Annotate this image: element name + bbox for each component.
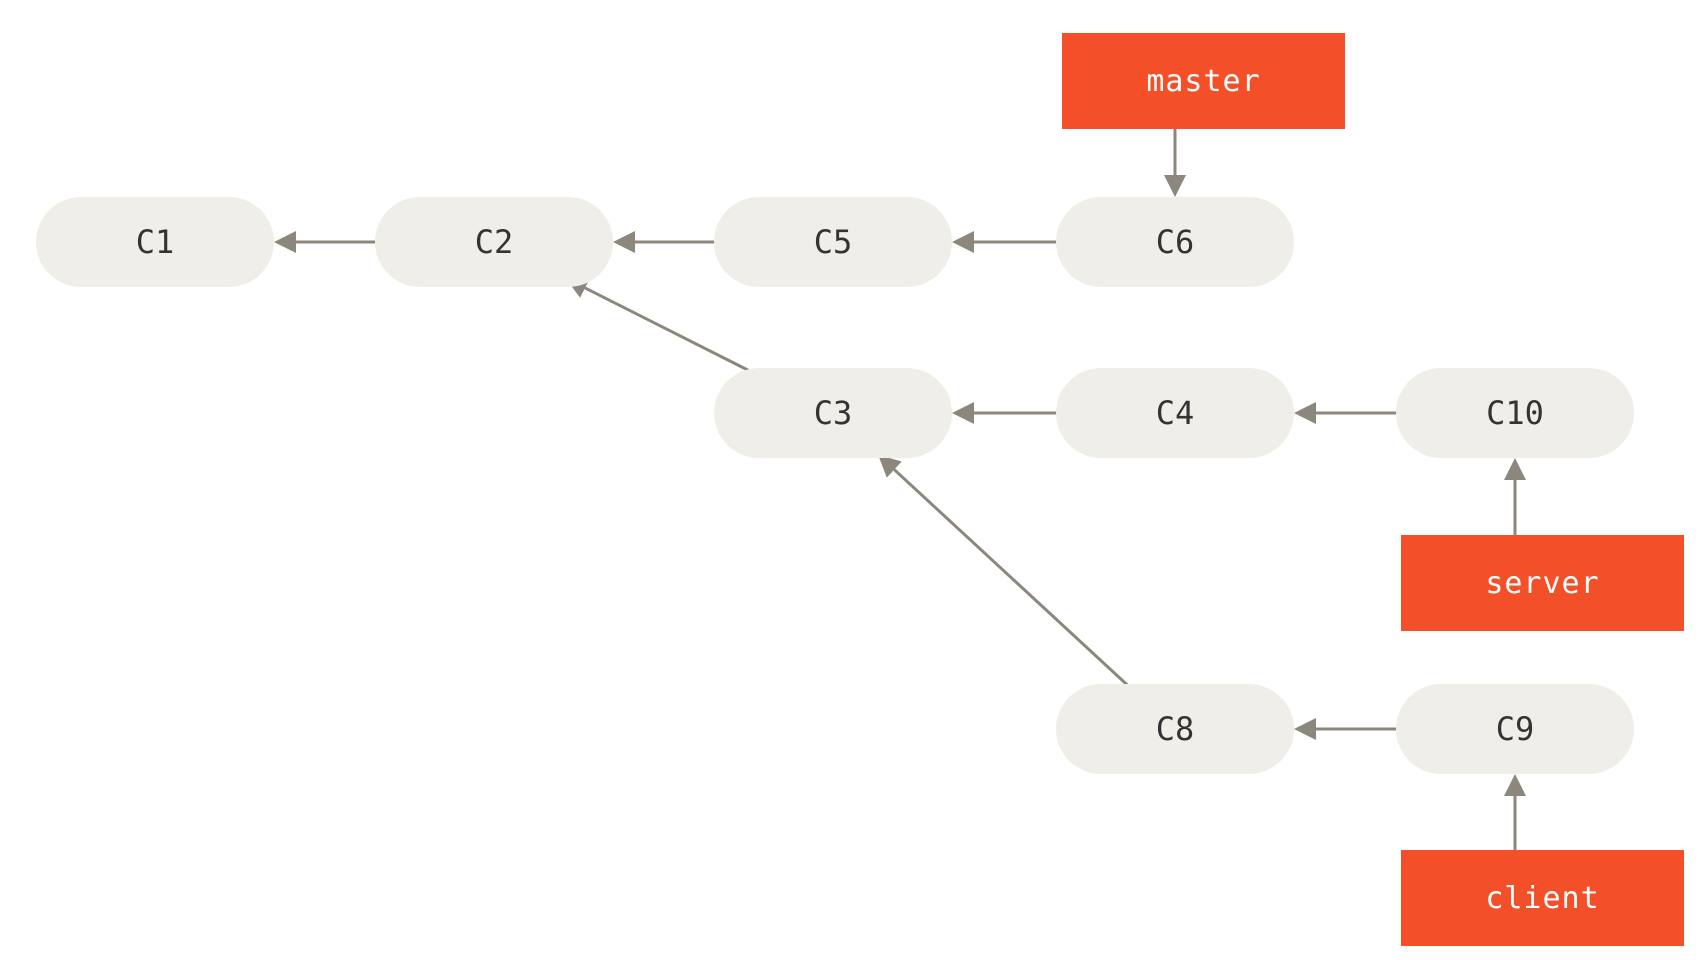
arrow-master-to-c6 bbox=[1164, 129, 1186, 197]
arrow-server-to-c10 bbox=[1504, 458, 1526, 535]
commit-node-c9: C9 bbox=[1396, 684, 1634, 774]
commit-node-c10: C10 bbox=[1396, 368, 1634, 458]
arrow-c6-to-c5 bbox=[952, 231, 1056, 253]
branch-label-master: master bbox=[1062, 33, 1345, 129]
branch-label-server: server bbox=[1401, 535, 1684, 631]
arrow-c10-to-c4 bbox=[1294, 402, 1396, 424]
arrow-c3-to-c2 bbox=[565, 278, 763, 379]
commit-node-c3: C3 bbox=[714, 368, 952, 458]
arrow-c5-to-c2 bbox=[613, 231, 714, 253]
arrow-c2-to-c1 bbox=[274, 231, 375, 253]
commit-node-c6: C6 bbox=[1056, 197, 1294, 287]
commit-node-c1: C1 bbox=[36, 197, 274, 287]
commit-node-c4: C4 bbox=[1056, 368, 1294, 458]
arrow-c9-to-c8 bbox=[1294, 718, 1396, 740]
commit-node-c5: C5 bbox=[714, 197, 952, 287]
arrow-c4-to-c3 bbox=[952, 402, 1056, 424]
arrow-c8-to-c3 bbox=[878, 454, 1131, 689]
branch-label-client: client bbox=[1401, 850, 1684, 946]
commit-node-c2: C2 bbox=[375, 197, 613, 287]
arrow-client-to-c9 bbox=[1504, 774, 1526, 850]
commit-node-c8: C8 bbox=[1056, 684, 1294, 774]
